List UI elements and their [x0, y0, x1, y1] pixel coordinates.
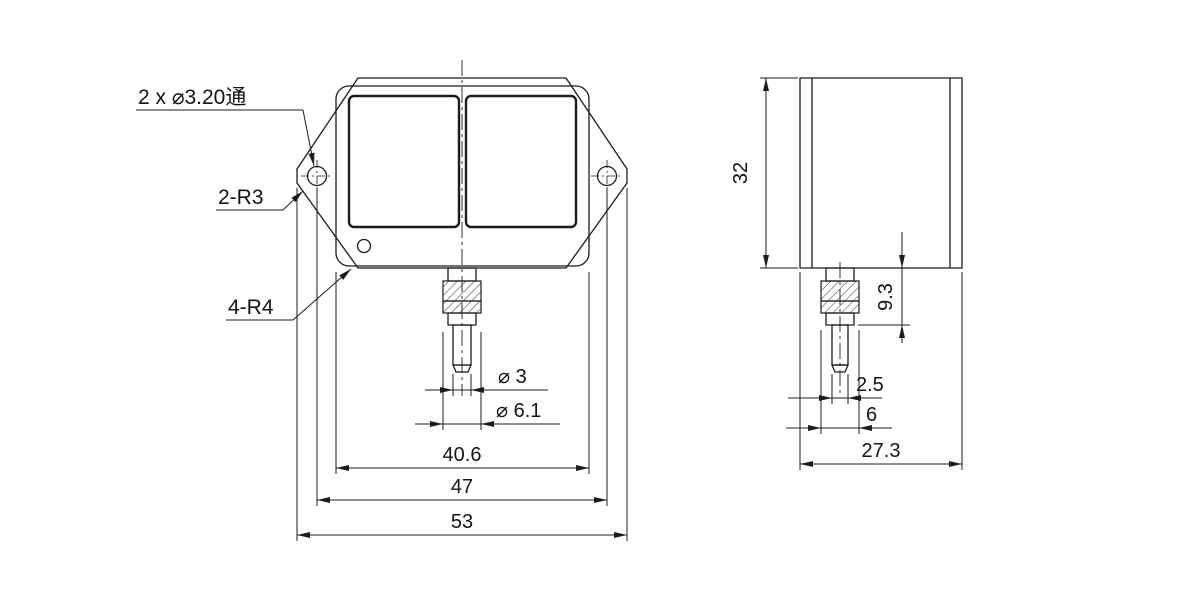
connector-hatch-band-lower	[442, 300, 482, 314]
side-pin-tip	[831, 364, 849, 373]
dim-stem-length: 9.3	[858, 232, 910, 343]
dim-text-pin-diameter: ⌀ 3	[498, 366, 527, 388]
callout-text-ear-radius: 2-R3	[218, 186, 264, 209]
left-hole-center-mark	[301, 160, 333, 192]
dim-stem-diameter-front: ⌀ 6.1	[415, 332, 560, 430]
dim-text-stem-diameter: ⌀ 6.1	[496, 400, 541, 422]
front-plate-outline	[296, 77, 628, 269]
dim-stem-width: 6	[786, 330, 892, 434]
dim-text-stem-length: 9.3	[875, 283, 897, 311]
indicator-hole	[356, 238, 372, 254]
callout-text-holes: 2 x ⌀3.20通	[138, 86, 246, 109]
right-mounting-hole	[596, 165, 618, 187]
right-window	[464, 94, 578, 229]
dim-text-hole-span: 47	[451, 476, 473, 498]
dim-text-pin-diameter-side: 2.5	[856, 374, 884, 396]
dim-overall-width: 53	[296, 188, 628, 541]
dim-pin-diameter-side: 2.5	[788, 374, 884, 404]
dim-pin-diameter-front: ⌀ 3	[425, 366, 548, 396]
dim-height: 32	[730, 77, 798, 269]
dim-depth: 27.3	[799, 272, 963, 470]
callout-mounting-holes: 2 x ⌀3.20通	[136, 86, 315, 167]
callout-ear-radius: 2-R3	[216, 186, 304, 211]
side-body-outline	[799, 77, 963, 269]
front-view: ⌀ 3 ⌀ 6.1 40.6 47	[136, 60, 628, 541]
side-connector	[820, 262, 860, 396]
dim-hole-span: 47	[316, 188, 608, 506]
left-mounting-hole	[306, 165, 328, 187]
side-hatch-band-lower	[820, 300, 860, 314]
dim-text-overall-width: 53	[451, 511, 473, 533]
connector-hatch-band-upper	[442, 280, 482, 302]
dim-text-body-width: 40.6	[443, 444, 482, 466]
callout-corner-radius: 4-R4	[226, 268, 352, 321]
front-body-outline	[335, 85, 590, 267]
callout-text-corner-radius: 4-R4	[228, 296, 274, 319]
left-window	[347, 94, 461, 229]
front-pin-tip	[452, 364, 472, 373]
dim-text-depth: 27.3	[862, 440, 901, 462]
dim-text-height: 32	[730, 162, 752, 184]
right-hole-center-mark	[591, 160, 623, 192]
dim-text-stem-width: 6	[866, 404, 877, 426]
front-connector	[442, 267, 482, 373]
side-view: 32 9.3 2.5 6	[730, 77, 963, 470]
side-hatch-band-upper	[820, 280, 860, 302]
dim-body-width: 40.6	[335, 272, 590, 474]
